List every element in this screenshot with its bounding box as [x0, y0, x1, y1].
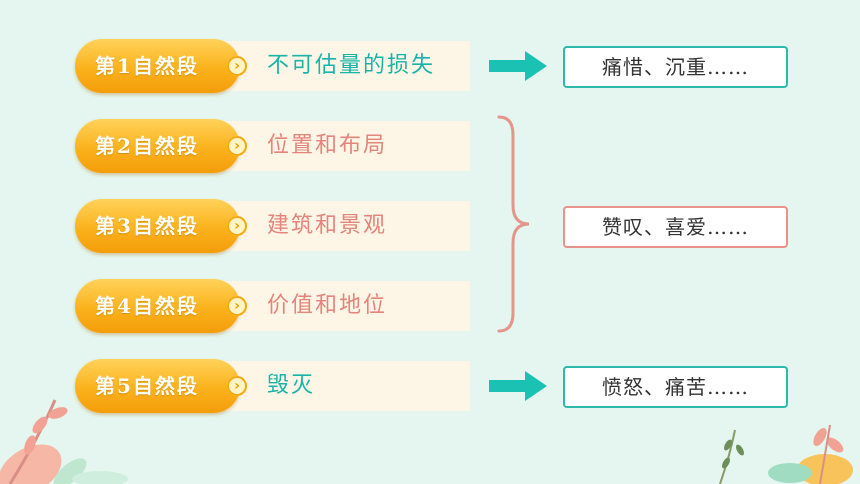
paragraph-desc-4: 价值和地位	[267, 293, 388, 318]
emotion-box-top: 痛惜、沉重……	[563, 46, 788, 88]
paragraph-label-pill-2[interactable]: 第2自然段	[75, 119, 240, 173]
paragraph-row-1: 第1自然段 › 不可估量的损失	[75, 39, 470, 93]
leaf-decoration-left	[0, 399, 128, 484]
paragraph-label-pill-1[interactable]: 第1自然段	[75, 39, 240, 93]
chevron-right-icon: ›	[227, 296, 247, 316]
chevron-right-icon: ›	[227, 136, 247, 156]
paragraph-label-pill-5[interactable]: 第5自然段	[75, 359, 240, 413]
paragraph-row-4: 第4自然段 › 价值和地位	[75, 279, 470, 333]
emotion-box-bottom: 愤怒、痛苦……	[563, 366, 788, 408]
paragraph-row-2: 第2自然段 › 位置和布局	[75, 119, 470, 173]
arrow-right-icon	[489, 51, 547, 81]
chevron-right-icon: ›	[227, 56, 247, 76]
emotion-box-middle: 赞叹、喜爱……	[563, 206, 788, 248]
paragraph-label-4: 第4自然段	[95, 294, 199, 318]
chevron-right-icon: ›	[227, 216, 247, 236]
paragraph-desc-5: 毁灭	[267, 373, 316, 398]
leaf-decoration-right	[719, 424, 853, 484]
paragraph-label-pill-4[interactable]: 第4自然段	[75, 279, 240, 333]
paragraph-row-5: 第5自然段 › 毁灭	[75, 359, 470, 413]
paragraph-desc-3: 建筑和景观	[267, 213, 388, 238]
paragraph-label-1: 第1自然段	[95, 54, 199, 78]
paragraph-label-5: 第5自然段	[95, 374, 199, 398]
arrow-right-icon	[489, 371, 547, 401]
paragraph-desc-1: 不可估量的损失	[267, 53, 436, 78]
paragraph-desc-2: 位置和布局	[267, 133, 388, 158]
paragraph-label-3: 第3自然段	[95, 214, 199, 238]
paragraph-label-pill-3[interactable]: 第3自然段	[75, 199, 240, 253]
paragraph-label-2: 第2自然段	[95, 134, 199, 158]
paragraph-row-3: 第3自然段 › 建筑和景观	[75, 199, 470, 253]
chevron-right-icon: ›	[227, 376, 247, 396]
right-brace-icon	[497, 115, 530, 333]
